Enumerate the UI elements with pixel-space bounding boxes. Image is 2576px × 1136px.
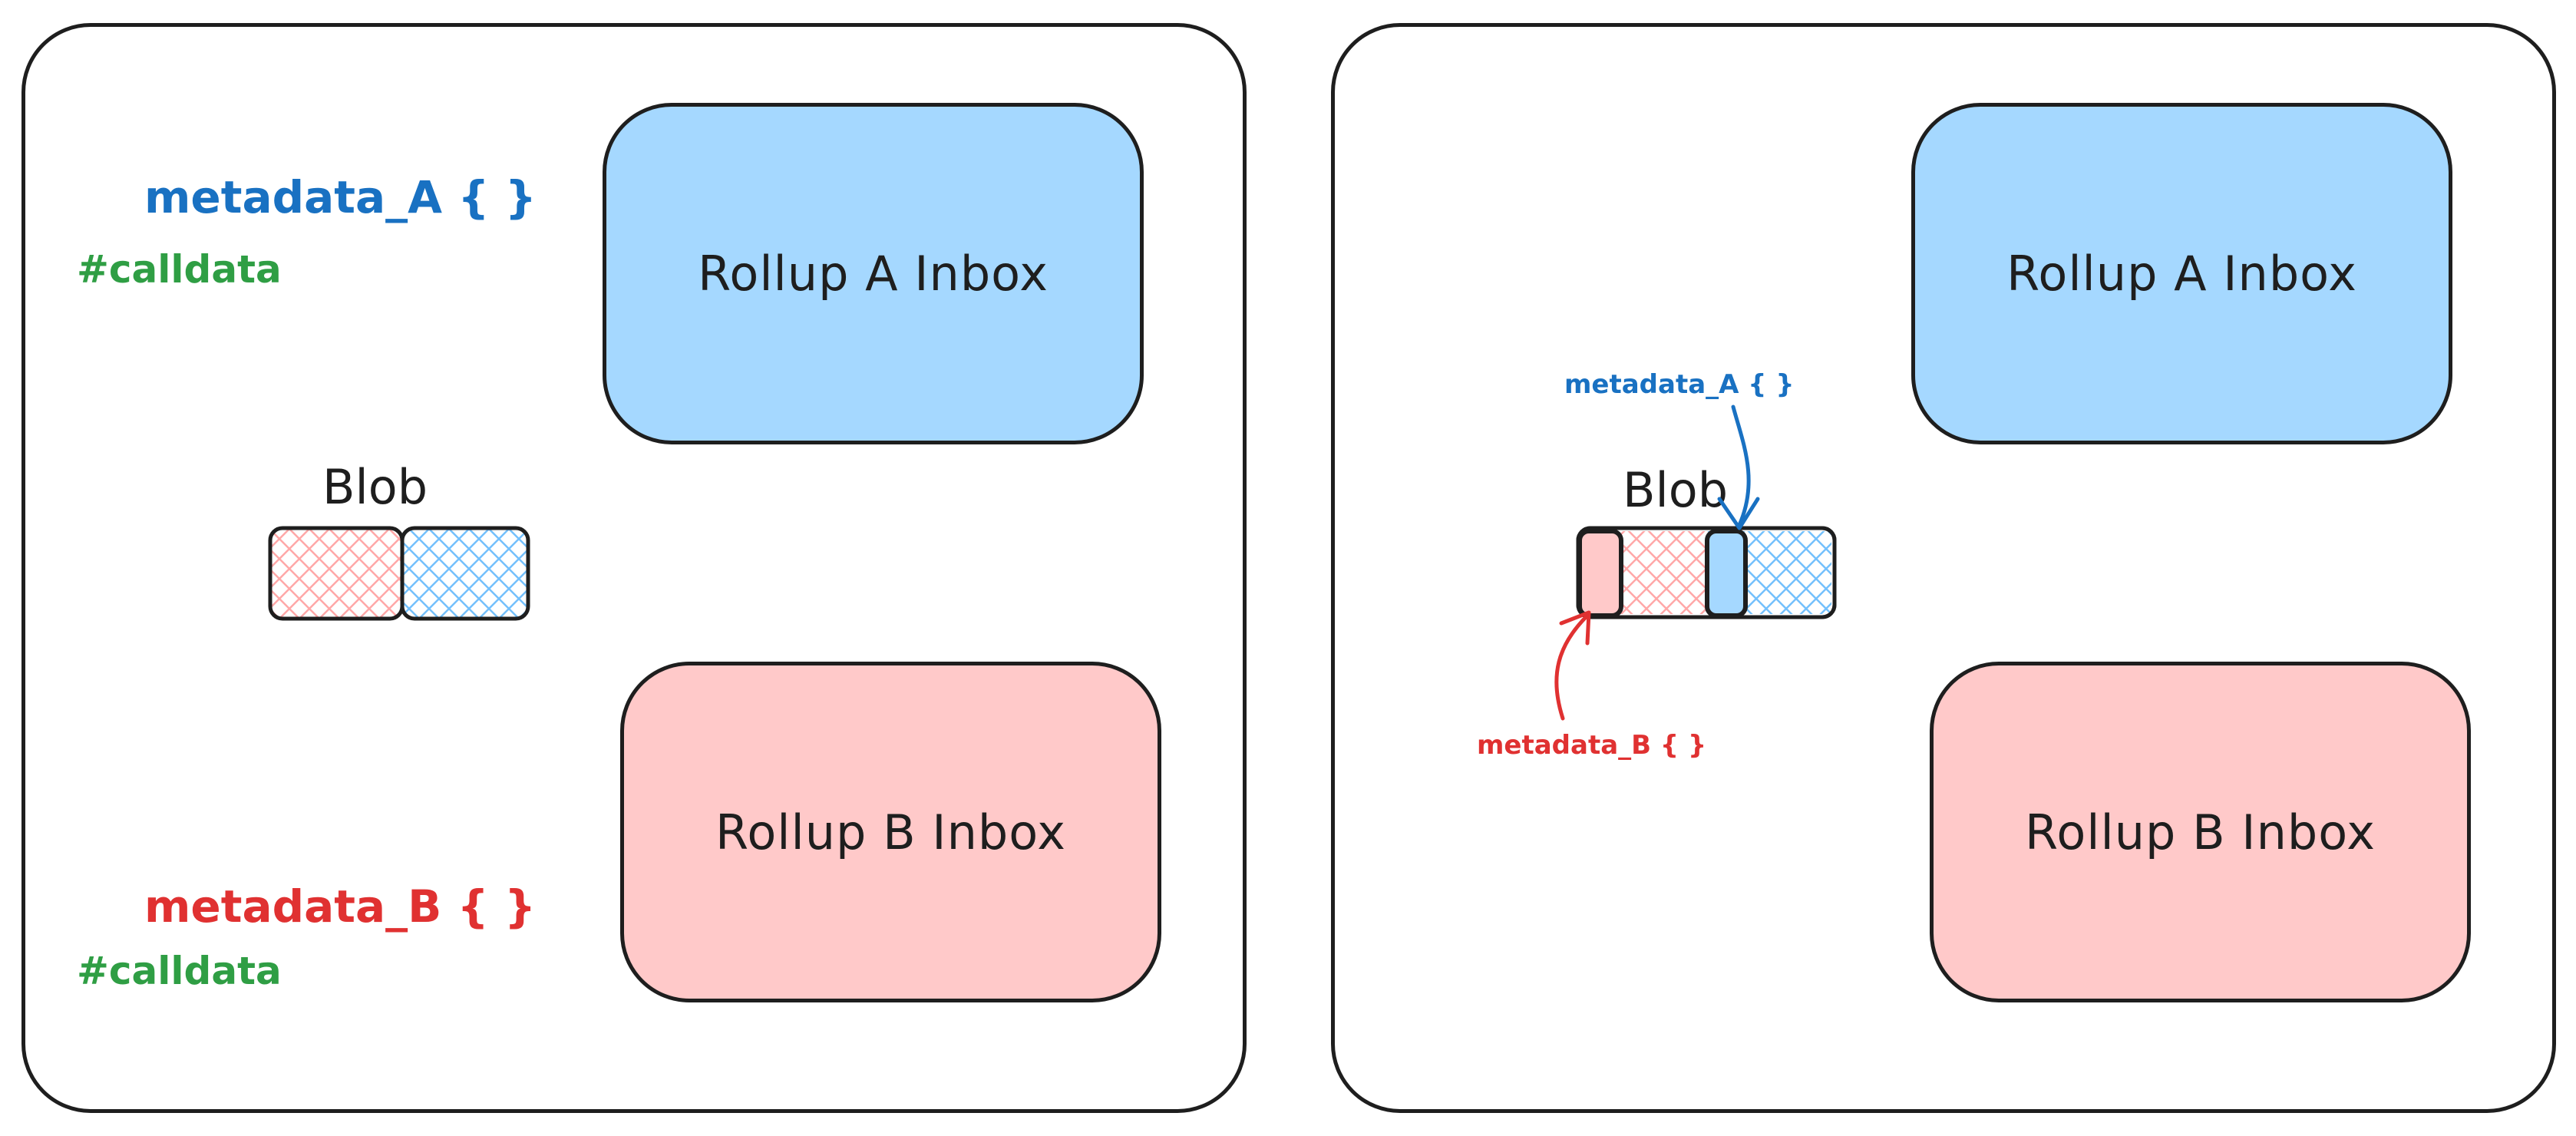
left-calldata-tag-a: #calldata (77, 247, 282, 292)
right-rollup-a-inbox: Rollup A Inbox (1911, 103, 2452, 444)
right-rollup-b-inbox-label: Rollup B Inbox (2025, 804, 2376, 860)
left-rollup-a-inbox-label: Rollup A Inbox (698, 246, 1049, 302)
left-calldata-tag-b: #calldata (77, 949, 282, 993)
right-rollup-a-inbox-label: Rollup A Inbox (2006, 246, 2357, 302)
left-metadata-a-label: metadata_A { } (144, 171, 537, 223)
left-rollup-a-inbox: Rollup A Inbox (603, 103, 1144, 444)
right-metadata-b-label: metadata_B { } (1477, 730, 1707, 761)
left-metadata-b-label: metadata_B { } (144, 880, 537, 933)
right-blob-label: Blob (1623, 462, 1729, 518)
left-rollup-b-inbox: Rollup B Inbox (620, 662, 1161, 1002)
left-rollup-b-inbox-label: Rollup B Inbox (715, 804, 1066, 860)
right-rollup-b-inbox: Rollup B Inbox (1930, 662, 2471, 1002)
right-metadata-a-label: metadata_A { } (1564, 369, 1795, 400)
left-blob-label: Blob (322, 459, 428, 515)
